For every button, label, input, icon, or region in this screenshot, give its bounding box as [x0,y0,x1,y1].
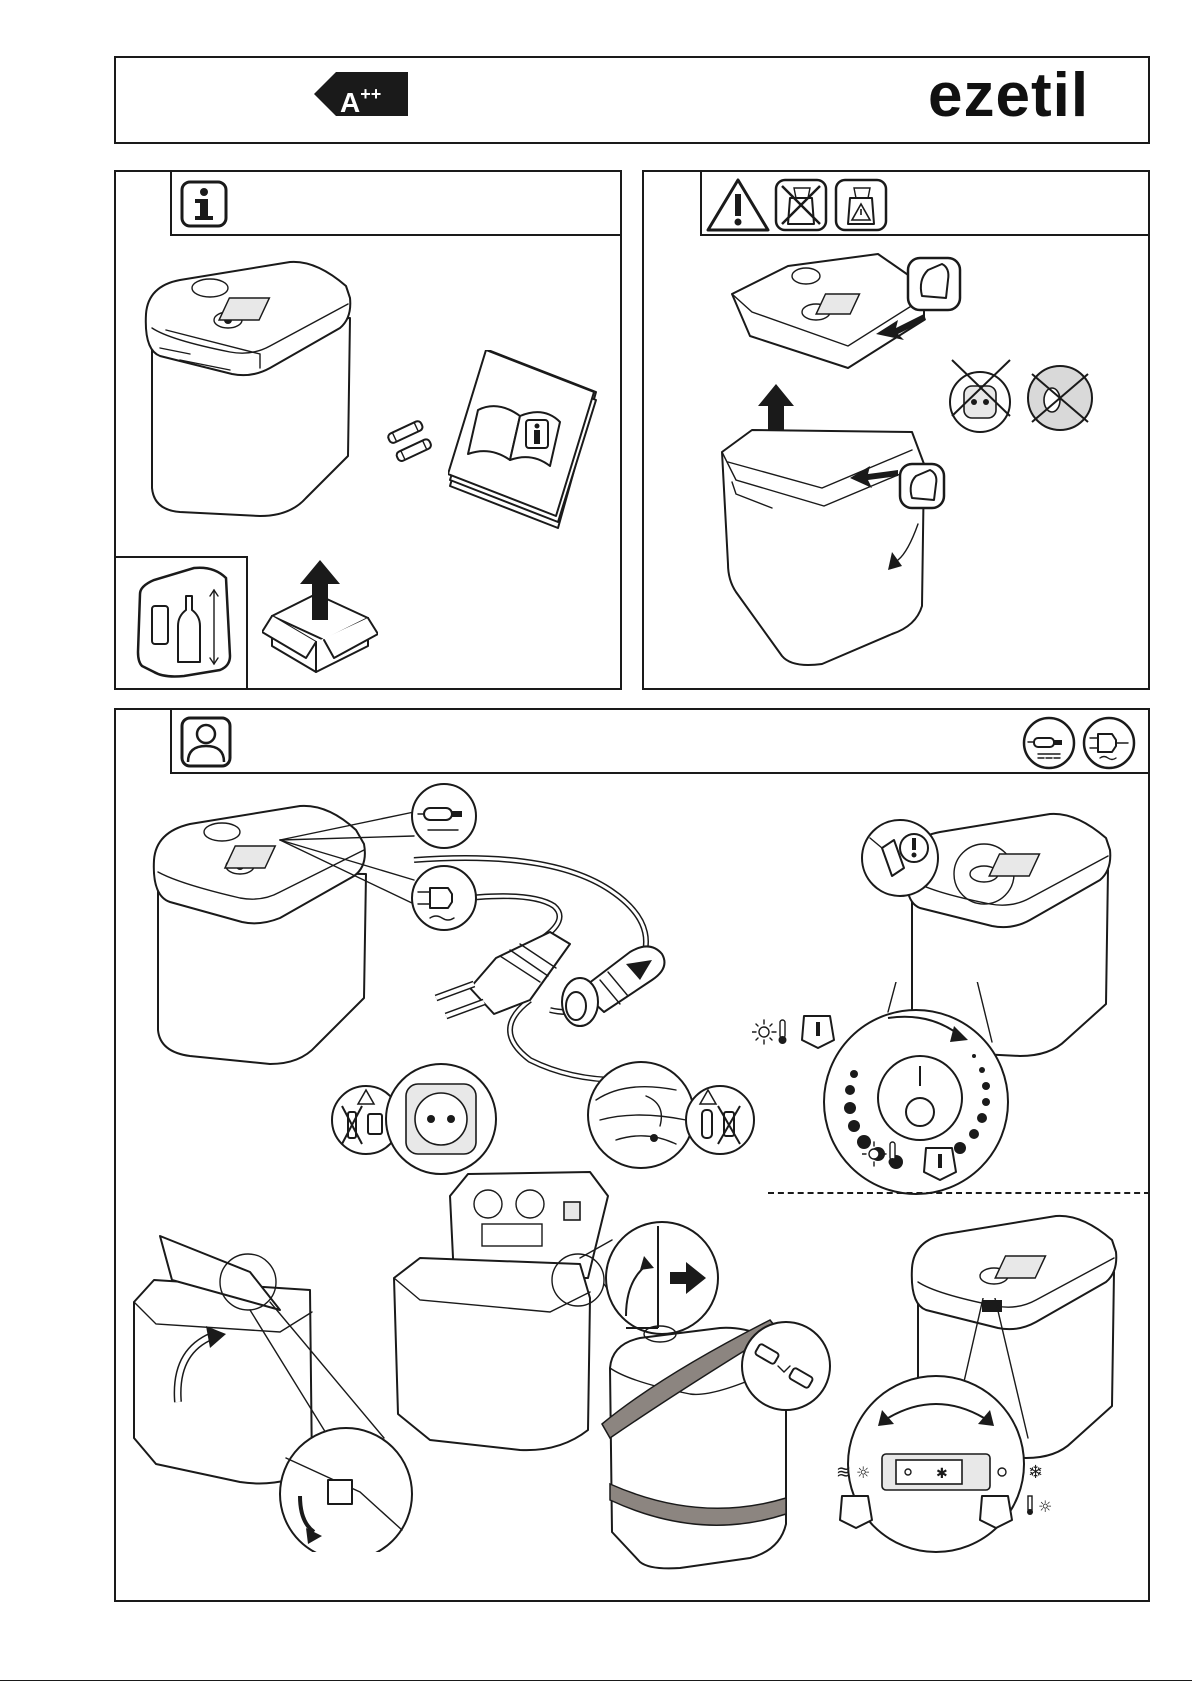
warning-triangle-icon [706,178,770,232]
svg-text:❄: ❄ [1028,1462,1043,1483]
page-bottom-rule [0,1680,1192,1681]
manual-icon [448,350,598,530]
car-plug-icon [410,782,478,850]
panel1-header [170,170,622,236]
user-icon [180,716,232,768]
caution-cleaner-icon [834,178,888,232]
car-dashboard-socket-icon [586,1060,696,1170]
open-box-cleaning-illustration [712,384,962,668]
unplug-warning-icon [860,818,940,898]
car-socket-12v-icon [1022,716,1076,770]
dashed-separator [768,1192,1150,1194]
energy-class-text: A++ [340,76,381,121]
svg-text:✱: ✱ [936,1466,948,1482]
mains-plug-230v-icon [1082,716,1136,770]
wall-socket-icon [384,1062,498,1176]
panel3-header [170,708,1150,774]
svg-text:≋: ≋ [836,1462,851,1483]
no-car-socket-water-icon [1026,364,1094,432]
no-chemical-cleaner-icon [774,178,828,232]
snow-temperature-icon [862,1140,900,1168]
svg-text:☼: ☼ [856,1463,870,1482]
switch-detail: ✱ ≋ ☼ ❄ ☼ [832,1298,1094,1554]
info-icon [180,180,228,228]
lid-open-illustration [130,1232,430,1552]
unpack-arrow-icon [262,560,378,680]
can-bottle-capacity-icon [134,566,234,678]
fuse-icon [386,418,434,466]
car-plug-illustration [540,930,690,1040]
cooler-box-illustration [140,258,360,520]
lid-cleaning-illustration [728,250,968,390]
brand-logo: ezetil [928,64,1089,128]
svg-text:☼: ☼ [1038,1497,1052,1516]
sun-temperature-icon [752,1018,790,1046]
strap-buckle-icon [740,1320,832,1412]
